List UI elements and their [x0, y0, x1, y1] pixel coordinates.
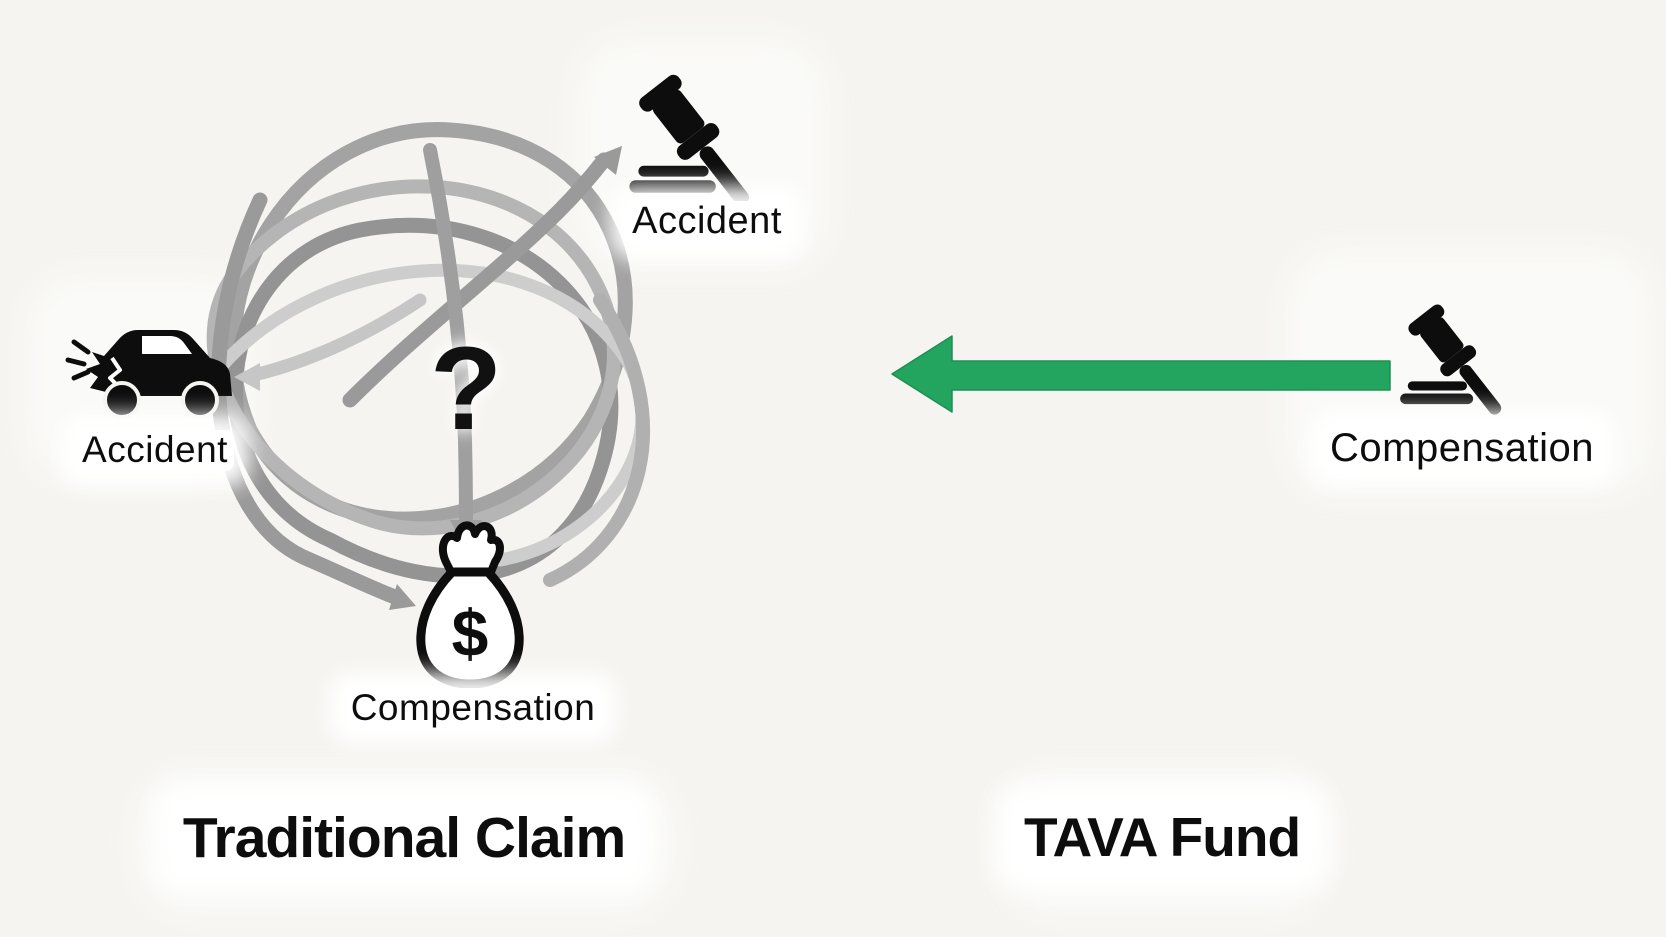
- tangle-loop: [206, 179, 621, 536]
- tangle-curve-right: [543, 293, 650, 587]
- car-crash-icon: [65, 330, 232, 419]
- tangle-arrow-to-gavel: [342, 152, 612, 408]
- tangle-arrow-down: [423, 143, 473, 529]
- tangle-arrow-to-bag: [211, 192, 406, 606]
- accident-car-label: Accident: [76, 429, 234, 471]
- green-arrow: [891, 335, 1391, 413]
- tangle-loop: [225, 122, 633, 527]
- compensation-bag-label: Compensation: [344, 687, 602, 729]
- dollar-sign: $: [452, 596, 489, 670]
- gavel-icon-accident: [629, 74, 750, 206]
- gavel-icon-compensation: [1400, 304, 1502, 415]
- compensation-fund-label: Compensation: [1324, 426, 1600, 470]
- tava-fund-title: TAVA Fund: [1013, 803, 1311, 871]
- traditional-claim-title: Traditional Claim: [172, 803, 636, 873]
- question-mark: ?: [429, 323, 503, 455]
- arrowhead-to-gavel: [594, 146, 622, 175]
- arrowhead-to-bag: [389, 584, 416, 610]
- tangle-arrow-to-car: [251, 293, 427, 381]
- tangle-loop: [228, 217, 619, 584]
- accident-gavel-label: Accident: [626, 200, 788, 243]
- tangled-arrows: [203, 122, 650, 610]
- arrowhead-to-car: [234, 363, 260, 391]
- tangle-loop: [203, 263, 649, 567]
- money-bag-icon: $: [416, 521, 524, 689]
